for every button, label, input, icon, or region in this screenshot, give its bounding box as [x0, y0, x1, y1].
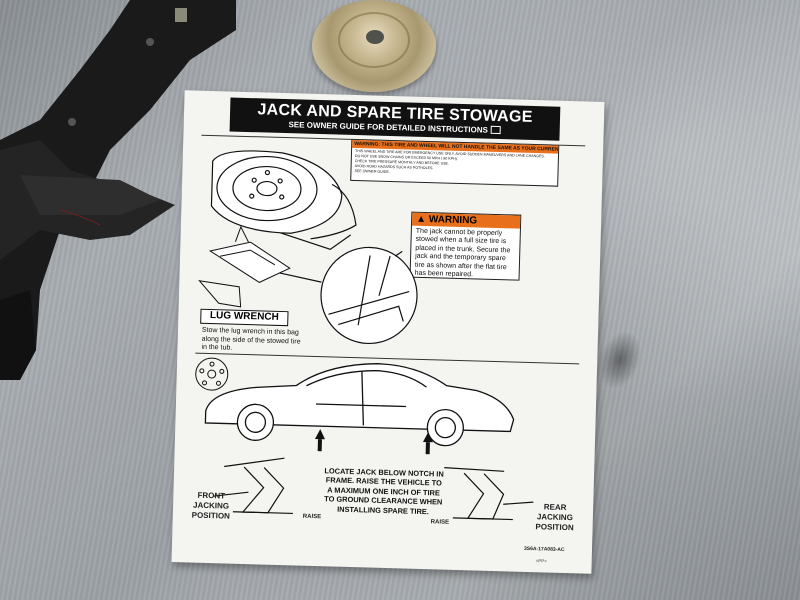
rear-jack-illustration	[444, 467, 534, 521]
material-code: >PP<	[535, 558, 548, 564]
raise-label-rear: RAISE	[430, 519, 450, 526]
jack-stowed-illustration	[198, 225, 291, 308]
detail-zoom-illustration	[279, 246, 418, 345]
car-illustration	[204, 363, 515, 447]
jack-hole	[68, 118, 76, 126]
metal-washer	[312, 0, 436, 92]
lug-nut-icon	[195, 357, 229, 391]
scissor-jack	[0, 0, 236, 380]
jack-point-arrows	[314, 429, 433, 455]
raise-label-front: RAISE	[302, 513, 322, 521]
label-illustrations	[195, 150, 534, 521]
rear-jacking-position: REAR JACKING POSITION	[535, 502, 574, 533]
jack-instructions: LOCATE JACK BELOW NOTCH IN FRAME. RAISE …	[324, 466, 444, 516]
jack-bolt	[175, 8, 187, 22]
front-jacking-position: FRONT JACKING POSITION	[191, 490, 231, 521]
instruction-label: JACK AND SPARE TIRE STOWAGE SEE OWNER GU…	[171, 90, 605, 574]
part-number: 3S6A-17A083-AC	[523, 545, 565, 554]
front-jack-illustration	[213, 457, 293, 515]
washer-hole	[366, 30, 384, 44]
spare-tire-illustration	[210, 150, 357, 251]
